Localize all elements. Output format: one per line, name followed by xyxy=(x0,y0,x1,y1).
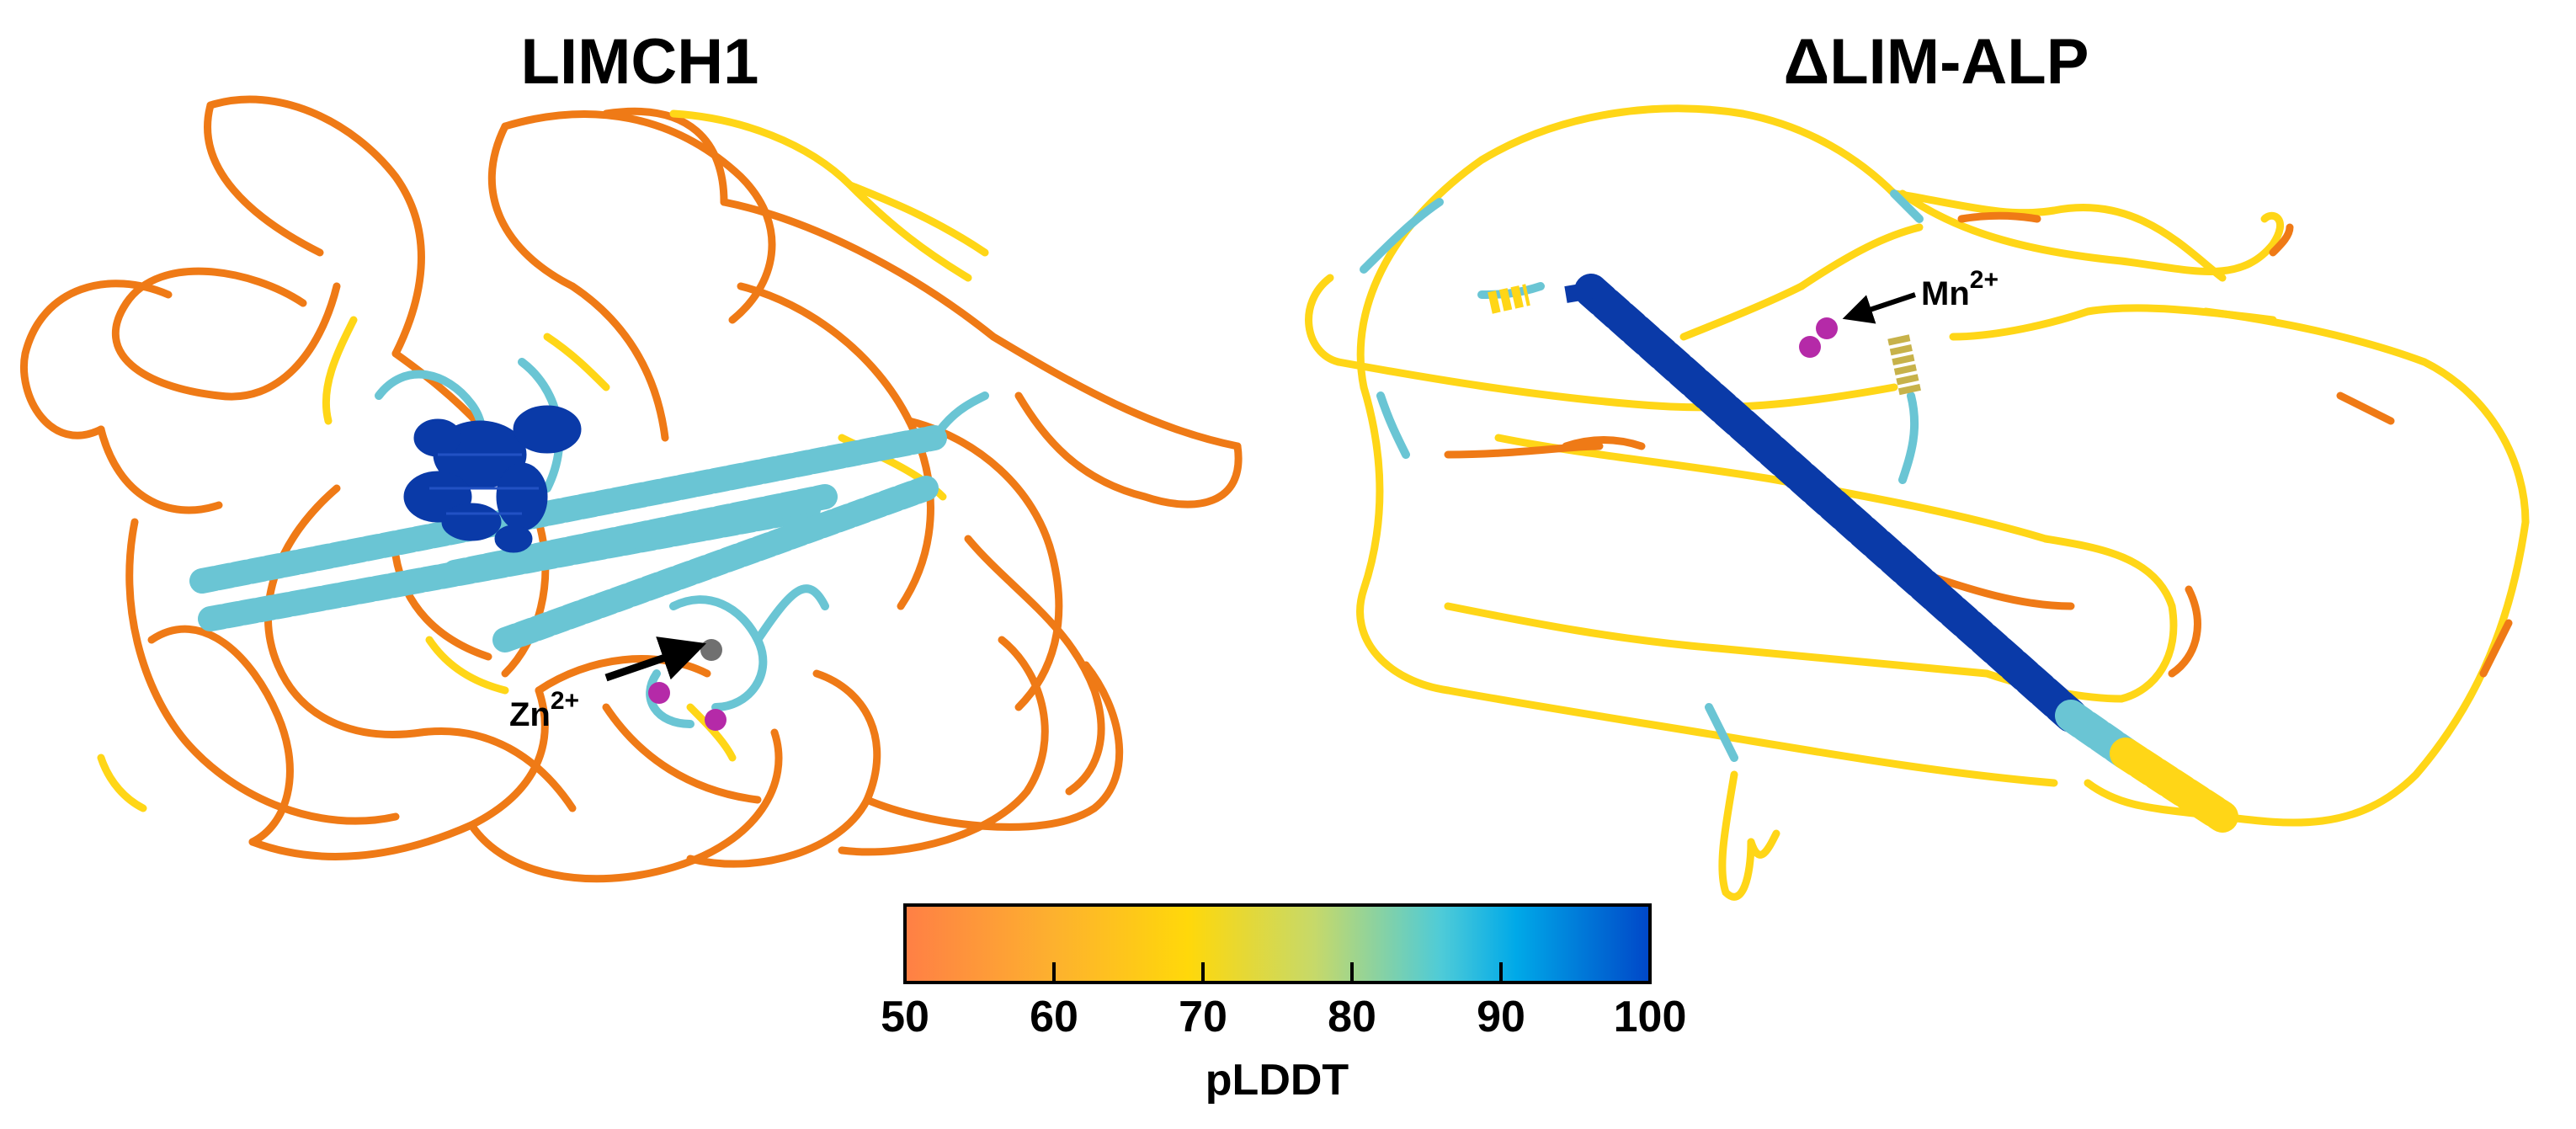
plddt-colorbar: 50 60 70 80 90 100 pLDDT xyxy=(881,903,1686,1105)
dlim-alp-structure: Mn2+ xyxy=(1305,104,2530,901)
dlim-alp-coil-confident xyxy=(1360,189,1924,762)
limch1-helix-very-high-stripes xyxy=(429,453,539,515)
dlim-alp-helix-short xyxy=(1564,282,1593,303)
limch1-structure: Zn2+ xyxy=(20,95,1243,883)
dlim-alp-coil-low xyxy=(1305,104,2530,901)
colorbar-tick-label: 60 xyxy=(1030,993,1078,1041)
colorbar-tick-label: 80 xyxy=(1328,993,1376,1041)
mn-arrow xyxy=(1842,292,1916,324)
panel-title-limch1: LIMCH1 xyxy=(520,26,759,98)
colorbar-ticks: 50 60 70 80 90 100 xyxy=(881,962,1686,1041)
colorbar-tick-label: 70 xyxy=(1179,993,1227,1041)
mn-ion-magenta-1 xyxy=(1816,317,1838,339)
dlim-alp-helix-olive xyxy=(1887,334,1922,398)
mn-ion-label: Mn2+ xyxy=(1921,266,1999,312)
zn-ion-magenta-1 xyxy=(648,682,670,704)
zn-arrow xyxy=(604,636,707,682)
dlim-alp-helix-very-high xyxy=(1574,274,2088,732)
panel-title-dlim-alp: ΔLIM-ALP xyxy=(1783,26,2089,98)
colorbar-tick-label: 90 xyxy=(1477,993,1525,1041)
colorbar-tick-label: 100 xyxy=(1614,993,1687,1041)
dlim-alp-helix-low xyxy=(2110,738,2238,833)
zn-ion-label: Zn2+ xyxy=(509,687,579,733)
colorbar-label: pLDDT xyxy=(1206,1056,1349,1105)
limch1-coil-very-low xyxy=(20,95,1243,883)
zn-ion-magenta-2 xyxy=(705,709,726,731)
colorbar-tick-label: 50 xyxy=(881,993,929,1041)
mn-ion-magenta-2 xyxy=(1799,336,1821,358)
zn-ion-gray xyxy=(700,639,722,661)
colorbar-gradient xyxy=(903,903,1652,984)
limch1-helix-confident xyxy=(189,425,947,652)
dlim-alp-helix-short-yellow xyxy=(1488,284,1530,314)
